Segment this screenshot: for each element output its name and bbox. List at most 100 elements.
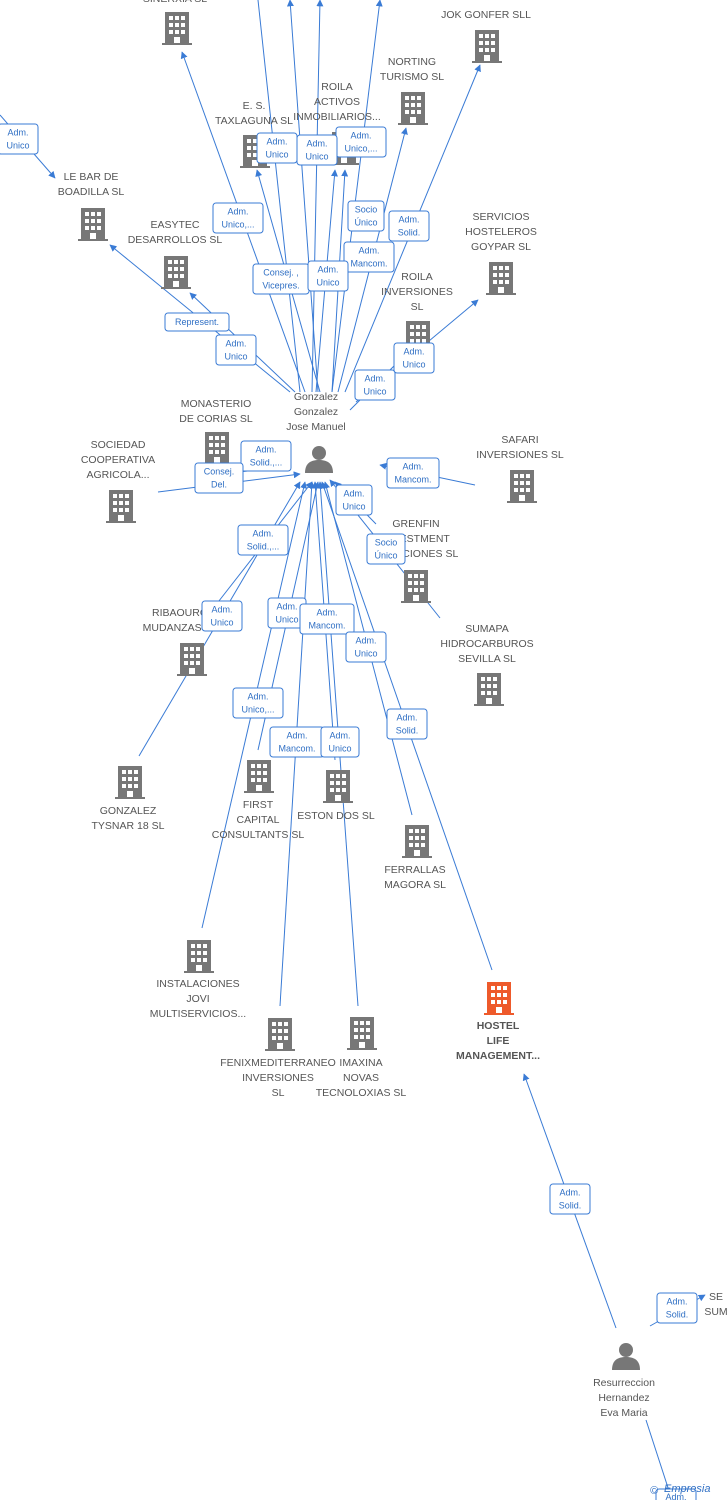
role-badge[interactable]: Adm.Unico,... (335, 126, 387, 158)
node-label: CONSULTANTS SL (212, 829, 305, 841)
building-icon (472, 30, 502, 63)
role-badge-text: Mancom. (278, 744, 315, 754)
node-label: SUM (704, 1306, 727, 1318)
role-badge-text: Adm. (266, 137, 287, 147)
building-icon (347, 1017, 377, 1050)
company-node-jok[interactable]: JOK GONFER SLL (441, 9, 531, 63)
role-badge[interactable]: Adm. (655, 1488, 697, 1500)
role-badge[interactable]: Adm.Unico,... (212, 202, 264, 234)
role-badge-text: Adm. (402, 462, 423, 472)
role-badge[interactable]: Adm.Mancom. (269, 726, 325, 758)
node-label: COOPERATIVA (81, 454, 155, 466)
role-badge[interactable]: Adm.Unico (345, 631, 387, 663)
role-badge[interactable]: Adm.Solid.,... (237, 524, 289, 556)
company-node-eston[interactable]: ESTON DOS SL (297, 770, 375, 822)
role-badge-text: Unico,... (344, 144, 377, 154)
company-node-instalaciones[interactable]: INSTALACIONESJOVIMULTISERVICIOS... (150, 940, 246, 1020)
node-label: DE CORIAS SL (179, 413, 253, 425)
role-badge-text: Mancom. (350, 259, 387, 269)
company-node-sinergia[interactable]: SINERXIA SL (143, 0, 207, 45)
role-badge-box (296, 134, 338, 166)
building-icon (398, 92, 428, 125)
role-badge-text: Vicepres. (262, 281, 299, 291)
role-badge-text: Unico (275, 615, 298, 625)
role-badge-text: Adm. (211, 605, 232, 615)
edge-p1-roila_activos (331, 0, 383, 393)
role-badge[interactable]: Adm.Unico (335, 484, 373, 516)
role-badge[interactable]: Adm.Mancom. (343, 241, 395, 273)
node-label: ROILA (321, 81, 353, 93)
node-label: INVERSIONES SL (476, 449, 564, 461)
node-label: ACTIVOS (314, 96, 360, 108)
role-badge-text: Mancom. (394, 475, 431, 485)
role-badge-text: Unico,... (221, 220, 254, 230)
role-badge[interactable]: Adm.Solid. (549, 1183, 591, 1215)
role-badge[interactable]: Adm.Unico,... (232, 687, 284, 719)
role-badge-text: Mancom. (308, 621, 345, 631)
node-label: HIDROCARBUROS (440, 638, 533, 650)
role-badge[interactable]: Adm.Unico (0, 123, 39, 155)
role-badge[interactable]: Consej.Del. (194, 462, 244, 494)
role-badge[interactable]: Adm.Unico (201, 600, 243, 632)
node-label: MAGORA SL (384, 879, 446, 891)
role-badge[interactable]: Adm.Unico (320, 726, 360, 758)
role-badge[interactable]: Adm.Unico (215, 334, 257, 366)
role-badge[interactable]: Adm.Mancom. (299, 603, 355, 635)
role-badge[interactable]: Adm.Unico (307, 260, 349, 292)
role-badge[interactable]: Adm.Solid. (656, 1292, 698, 1324)
role-badge-text: Solid. (396, 726, 419, 736)
role-badge-box (655, 1488, 697, 1500)
role-badge-text: Unico (6, 141, 29, 151)
node-label: NOVAS (343, 1072, 379, 1084)
role-badge[interactable]: Adm. Mancom. (386, 457, 440, 489)
company-node-hostel[interactable]: HOSTELLIFEMANAGEMENT... (456, 982, 540, 1062)
node-label: MANAGEMENT... (456, 1050, 540, 1062)
building-icon (162, 12, 192, 45)
building-icon (161, 256, 191, 289)
role-badge-box (237, 524, 289, 556)
role-badge[interactable]: Represent. (164, 312, 230, 332)
roles-layer: Adm.Solid.SocioÚnicoAdm.Unico,...Adm.Man… (0, 123, 698, 1500)
role-badge[interactable]: Consej. ,Vicepres. (252, 263, 310, 295)
role-badge[interactable]: Adm.Solid.,... (240, 440, 292, 472)
person-icon (305, 446, 333, 473)
node-label: DESARROLLOS SL (128, 234, 223, 246)
building-icon (184, 940, 214, 973)
company-node-sociedad[interactable]: SOCIEDADCOOPERATIVAAGRICOLA... (81, 439, 155, 523)
company-node-roila_activos[interactable]: ROILAACTIVOSINMOBILIARIOS... (293, 81, 381, 165)
role-badge[interactable]: Adm.Solid. (386, 708, 428, 740)
role-badge-text: Adm. (255, 445, 276, 455)
building-icon (474, 673, 504, 706)
company-node-es_tax[interactable]: E. S.TAXLAGUNA SL (215, 100, 293, 168)
role-badge-text: Adm. (306, 139, 327, 149)
role-badge[interactable]: Adm.Unico (393, 342, 435, 374)
role-badge[interactable]: Adm.Unico (354, 369, 396, 401)
node-label: HOSTELEROS (465, 226, 537, 238)
role-badge[interactable]: Adm.Solid. (388, 210, 430, 242)
role-badge-box (549, 1183, 591, 1215)
building-icon (484, 982, 514, 1015)
nodes-layer: SINERXIA SL JOK GONFER SLLNORTINGTURISMO … (58, 0, 728, 1419)
role-badge[interactable]: Adm.Unico (256, 132, 298, 164)
node-label: FIRST (243, 799, 274, 811)
role-badge[interactable]: Adm.Unico (296, 134, 338, 166)
